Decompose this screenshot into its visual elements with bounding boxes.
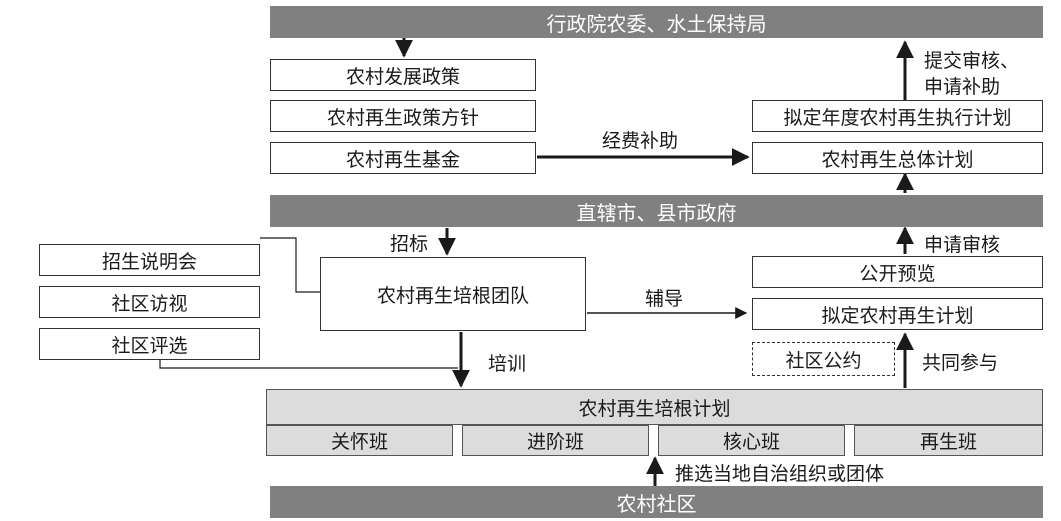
apply-review-label: 申请审核 <box>924 234 1001 256</box>
draft-plan-box: 拟定农村再生计划 <box>752 298 1043 330</box>
rural-community-bar: 农村社区 <box>270 486 1043 518</box>
training-program-title: 农村再生培根计划 <box>266 389 1043 425</box>
city-government-bar: 直辖市、县市政府 <box>270 195 1043 227</box>
top-bar: 行政院农委、水土保持局 <box>270 6 1043 38</box>
overall-plan-box: 农村再生总体计划 <box>752 142 1043 174</box>
funding-label: 经费补助 <box>602 130 679 152</box>
bracket-left-bottom <box>159 360 458 369</box>
development-policy-box: 农村发展政策 <box>270 59 536 91</box>
submit-label-1: 提交审核、 <box>924 50 1020 72</box>
co-participate-label: 共同参与 <box>922 352 999 374</box>
left-item-recruit: 招生说明会 <box>39 244 260 276</box>
convention-box: 社区公约 <box>752 342 895 376</box>
select-label: 推选当地自治组织或团体 <box>675 463 885 485</box>
left-item-visit: 社区访视 <box>39 286 260 318</box>
guideline-box: 农村再生政策方针 <box>270 100 536 132</box>
bracket-left-top <box>260 237 320 293</box>
annual-plan-box: 拟定年度农村再生执行计划 <box>752 100 1043 132</box>
submit-label-2: 申请补助 <box>924 76 1001 98</box>
class-advanced: 进阶班 <box>462 425 649 456</box>
bid-label: 招标 <box>390 233 429 255</box>
class-core: 核心班 <box>658 425 845 456</box>
guide-label: 辅导 <box>645 288 684 310</box>
left-item-select: 社区评选 <box>39 328 260 360</box>
training-label: 培训 <box>488 353 527 375</box>
fund-box: 农村再生基金 <box>270 142 536 174</box>
class-regeneration: 再生班 <box>854 425 1043 456</box>
team-box: 农村再生培根团队 <box>320 257 586 331</box>
preview-box: 公开预览 <box>752 256 1043 288</box>
class-care: 关怀班 <box>266 425 453 456</box>
